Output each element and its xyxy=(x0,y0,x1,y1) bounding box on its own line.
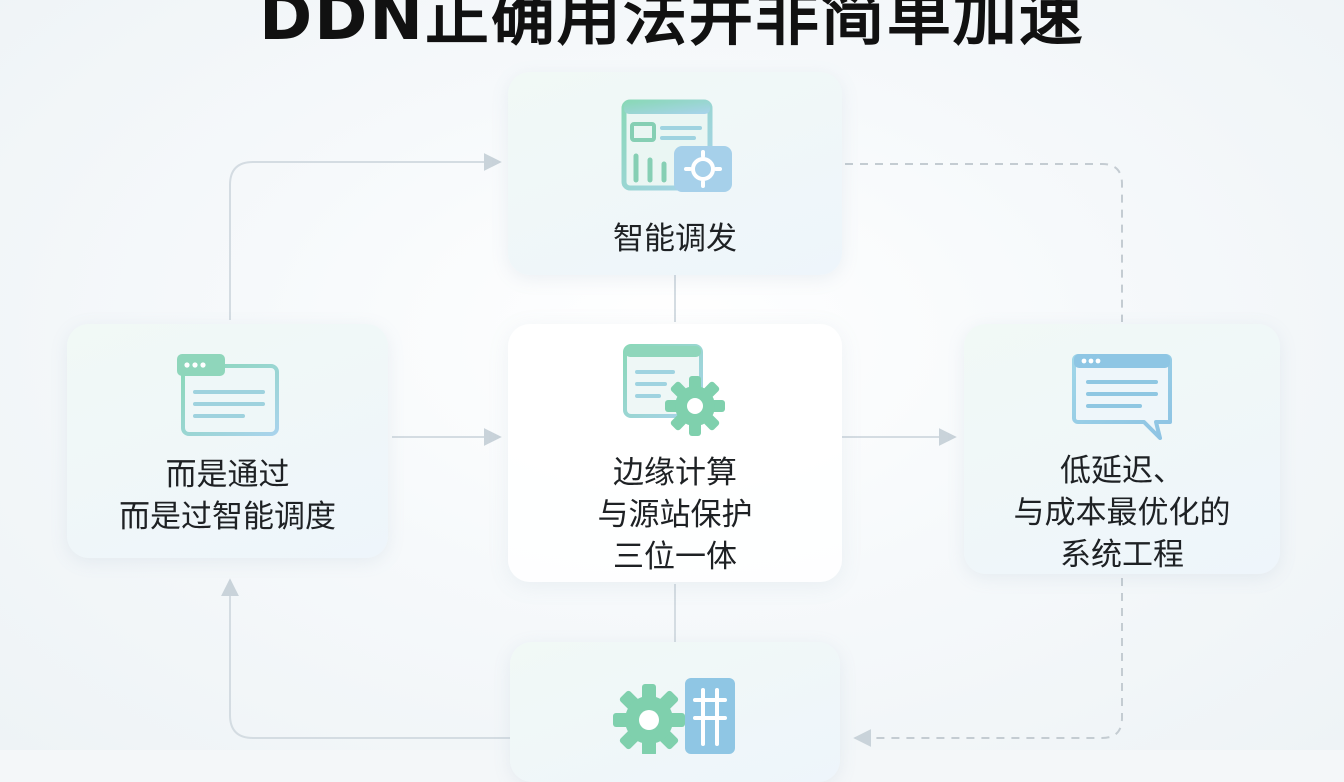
node-smart-dispatch-label: 智能调发 xyxy=(613,221,737,257)
node-edge-computing-line1: 边缘计算 xyxy=(613,455,737,491)
dashed-right-to-bottom xyxy=(853,578,1123,747)
node-edge-computing-line2: 与源站保护 xyxy=(597,497,753,533)
chat-window-icon xyxy=(1070,350,1174,442)
arrow-left-to-top xyxy=(229,153,502,320)
node-system-engineering-line2: 与成本最优化的 xyxy=(1013,495,1231,531)
connector-lines xyxy=(221,153,1123,747)
browser-window-icon xyxy=(173,350,283,438)
dashed-top-to-right xyxy=(845,163,1123,322)
node-edge-computing: 边缘计算 与源站保护 三位一体 xyxy=(508,324,842,582)
arrow-bottom-to-left xyxy=(221,578,510,739)
node-system-engineering-line3: 系统工程 xyxy=(1060,537,1184,573)
node-smart-scheduling-line2: 而是过智能调度 xyxy=(119,499,336,535)
document-gear-icon xyxy=(615,340,735,440)
node-smart-scheduling: 而是通过 而是过智能调度 xyxy=(67,324,388,558)
node-smart-scheduling-line1: 而是通过 xyxy=(165,457,290,493)
node-smart-dispatch: 智能调发 xyxy=(508,72,842,275)
node-system-engineering-line1: 低延迟、 xyxy=(1060,453,1184,489)
page-title: DDN正确用法并非简单加速 xyxy=(259,0,1085,55)
node-system-engineering: 低延迟、 与成本最优化的 系统工程 xyxy=(964,324,1280,574)
dashboard-gear-icon xyxy=(610,96,740,196)
node-edge-computing-line3: 三位一体 xyxy=(613,539,737,575)
node-bottom xyxy=(510,642,840,782)
gear-grid-icon xyxy=(605,674,745,756)
